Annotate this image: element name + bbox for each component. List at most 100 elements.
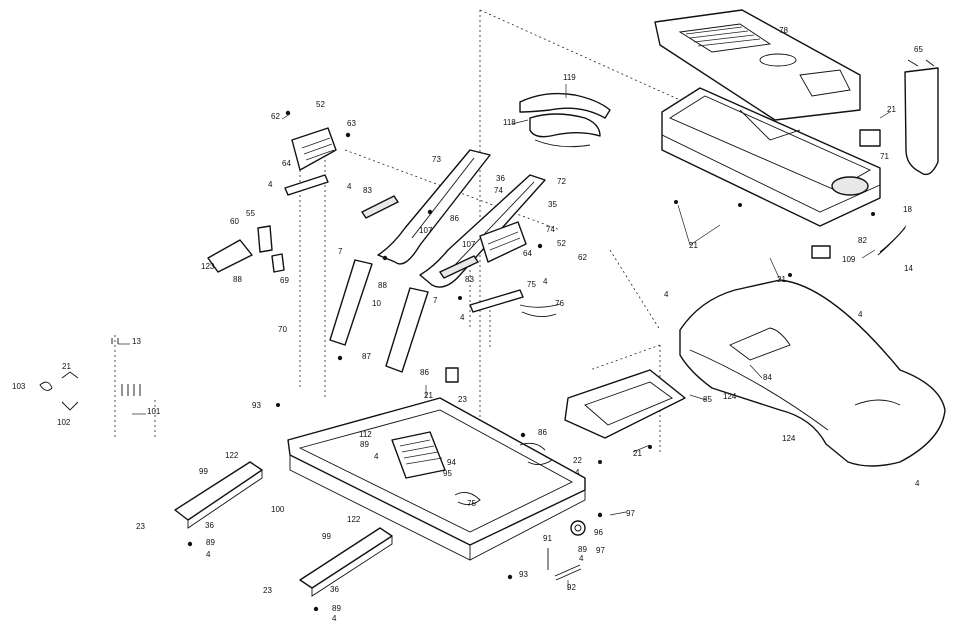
callout-c89b: 89 [206,538,215,547]
callout-c84: 84 [763,373,772,382]
callout-c109: 109 [842,255,856,264]
callout-c63: 63 [347,119,356,128]
callout-c86b: 86 [420,368,429,377]
callout-c86c: 86 [538,428,547,437]
callout-c36c: 36 [330,585,339,594]
callout-c23a: 23 [458,395,467,404]
callout-c107a: 107 [419,226,433,235]
callout-c99a: 99 [199,467,208,476]
callout-c4l: 4 [332,614,337,623]
callout-c82: 82 [858,236,867,245]
callout-c97b: 97 [596,546,605,555]
callout-c91: 91 [543,534,552,543]
callout-c89c: 89 [578,545,587,554]
right-upright [419,174,546,288]
callout-c4h: 4 [575,468,580,477]
callout-c99b: 99 [322,532,331,541]
callout-c64b: 64 [523,249,532,258]
callout-c4f: 4 [460,313,465,322]
callout-c93a: 93 [252,401,261,410]
callout-c89d: 89 [332,604,341,613]
callout-c65: 65 [914,45,923,54]
callout-c72: 72 [557,177,566,186]
bolts [187,110,875,612]
callout-c35: 35 [548,200,557,209]
callout-c13: 13 [132,337,141,346]
callout-c21a: 21 [887,105,896,114]
callout-c102: 102 [57,418,71,427]
side-bracket-parts [207,225,285,273]
callout-c119: 119 [563,73,576,82]
callout-c75b: 75 [467,499,476,508]
callout-c103: 103 [12,382,26,391]
callout-c4k: 4 [579,554,584,563]
callout-c23c: 23 [263,586,272,595]
callout-c122a: 122 [225,451,239,460]
callout-c124a: 124 [723,392,737,401]
callout-c7a: 7 [338,247,343,256]
loose-hardware [39,338,141,411]
leader-lines [118,84,891,590]
callout-c112: 112 [359,430,372,439]
callout-c21d: 21 [62,362,71,371]
callout-c86a: 86 [450,214,459,223]
callout-c18: 18 [903,205,912,214]
callout-c4i: 4 [915,479,920,488]
callout-c4c: 4 [543,277,548,286]
mounting-brackets [284,174,561,317]
callout-c93b: 93 [519,570,528,579]
console-tray [661,87,881,227]
grip-strips [360,195,480,279]
callout-c122b: 122 [347,515,361,524]
callout-c64a: 64 [282,159,291,168]
callout-c74b: 74 [546,225,555,234]
base-legs [174,461,393,597]
callout-c52b: 52 [557,239,566,248]
callout-c87a: 87 [362,352,371,361]
motor-hood [679,279,946,467]
wire-harness [877,225,907,256]
small-hardware [445,129,881,581]
callout-c60: 60 [230,217,239,226]
callout-c78: 78 [779,26,788,35]
callout-c100: 100 [271,505,285,514]
callout-c4d: 4 [664,290,669,299]
callout-c22: 22 [573,456,582,465]
upright-cover [904,59,939,176]
side-handle-covers [291,127,527,263]
left-upright [377,149,491,265]
callout-c4e: 4 [858,310,863,319]
callout-c83a: 83 [363,186,372,195]
callout-c4g: 4 [374,452,379,461]
callout-c21c: 21 [777,275,786,284]
handlebar-assembly [519,92,611,148]
callout-c95: 95 [443,469,452,478]
callout-c23b: 23 [136,522,145,531]
callout-c36b: 36 [205,521,214,530]
callout-c85: 85 [703,395,712,404]
callout-c71: 71 [880,152,889,161]
callout-c69: 69 [280,276,289,285]
callout-c14: 14 [904,264,913,273]
callout-c10: 10 [372,299,381,308]
callout-c36a: 36 [496,174,505,183]
callout-c76: 76 [555,299,564,308]
callout-c107b: 107 [462,240,476,249]
callout-c89a: 89 [360,440,369,449]
callout-c97a: 97 [626,509,635,518]
callout-c4b: 4 [347,182,352,191]
console-top-panel [654,9,861,121]
upright-tubes [329,259,429,373]
callout-c74a: 74 [494,186,503,195]
callout-c73: 73 [432,155,441,164]
callout-c88a: 88 [233,275,242,284]
callout-c101: 101 [147,407,161,416]
shroud-panel [564,369,686,439]
callout-c94: 94 [447,458,456,467]
callout-c75a: 75 [527,280,536,289]
callout-c7b: 7 [433,296,438,305]
callout-c88b: 88 [378,281,387,290]
